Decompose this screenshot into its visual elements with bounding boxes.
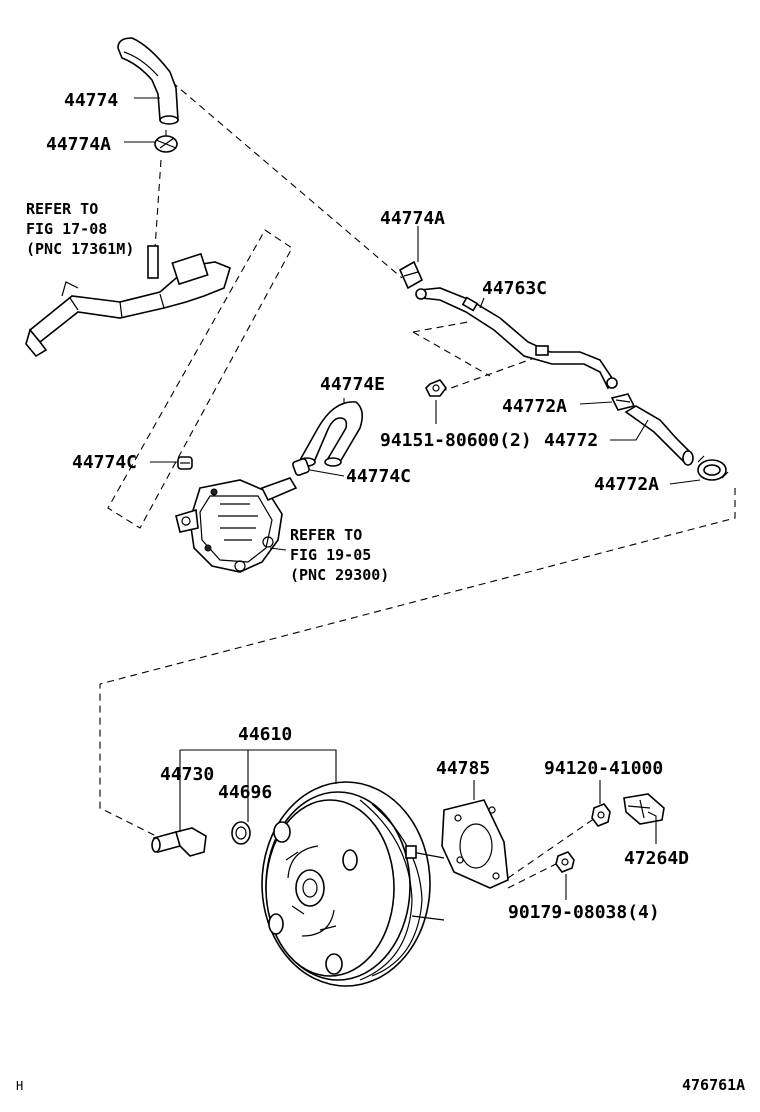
label-90179: 90179-08038(4) [508, 902, 660, 923]
vacuum-pipe-assembly-left [25, 245, 231, 358]
clamp-44772A-upper [610, 393, 636, 411]
nut-90179 [555, 851, 575, 873]
refer-note-2-line-3: (PNC 29300) [290, 566, 389, 584]
label-44774A-top: 44774A [46, 134, 111, 155]
refer-note-2-line-1: REFER TO [290, 526, 362, 544]
bracket-47264D [623, 793, 665, 825]
refer-note-2: REFER TO FIG 19-05 (PNC 29300) [290, 526, 389, 584]
footer-left-mark: H [16, 1079, 23, 1093]
clamp-44774A-top [154, 135, 178, 153]
label-44610: 44610 [238, 724, 292, 745]
clamp-44774C-left [177, 456, 193, 470]
dashed-connector-lines [99, 81, 736, 889]
label-44774C-right: 44774C [346, 466, 411, 487]
grommet-44696 [231, 821, 251, 845]
label-44774C-left: 44774C [72, 452, 137, 473]
nut-94120 [591, 803, 611, 827]
clamp-44772A-lower [697, 455, 729, 481]
check-valve-44730 [151, 827, 207, 857]
vacuum-pump [175, 477, 298, 573]
clamp-44774C-right [292, 458, 310, 476]
part-labels: 44774 44774A 44774A 44763C 94151-80600(2… [46, 90, 689, 923]
figure-id: 476761A [682, 1076, 745, 1094]
refer-note-1-line-3: (PNC 17361M) [26, 240, 134, 258]
label-44774A-right: 44774A [380, 208, 445, 229]
label-47264D: 47264D [624, 848, 689, 869]
label-44785: 44785 [436, 758, 490, 779]
label-44763C: 44763C [482, 278, 547, 299]
label-44772A-upper: 44772A [502, 396, 567, 417]
label-44696: 44696 [218, 782, 272, 803]
refer-note-1-line-2: FIG 17-08 [26, 220, 107, 238]
pipe-44763C [415, 287, 618, 390]
label-44774: 44774 [64, 90, 118, 111]
refer-note-1: REFER TO FIG 17-08 (PNC 17361M) [26, 200, 134, 258]
label-94120: 94120-41000 [544, 758, 663, 779]
hose-44772 [624, 405, 694, 466]
hose-44774E [298, 401, 364, 467]
label-94151: 94151-80600(2) [380, 430, 532, 451]
refer-note-1-line-1: REFER TO [26, 200, 98, 218]
label-44772A-lower: 44772A [594, 474, 659, 495]
clip-44774A-right [398, 260, 424, 290]
hose-44774 [117, 37, 179, 125]
refer-note-2-line-2: FIG 19-05 [290, 546, 371, 564]
nut-94151 [425, 379, 447, 397]
brake-booster-44610 [261, 781, 445, 987]
label-44772: 44772 [544, 430, 598, 451]
gasket-44785 [441, 799, 509, 889]
footer: H 476761A [16, 1076, 745, 1094]
label-44730: 44730 [160, 764, 214, 785]
leader-lines [124, 97, 701, 900]
label-44774E: 44774E [320, 374, 385, 395]
